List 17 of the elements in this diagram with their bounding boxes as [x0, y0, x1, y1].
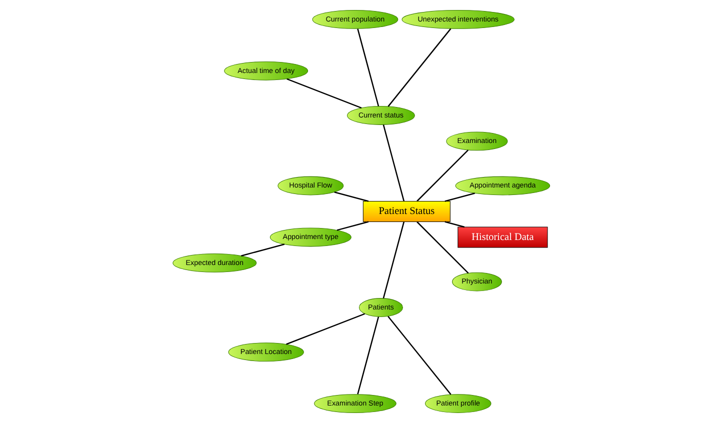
- connector: [416, 150, 468, 202]
- connector: [387, 28, 451, 107]
- connector: [387, 316, 451, 395]
- connector: [356, 316, 379, 394]
- node-box: Historical Data: [457, 226, 548, 248]
- connector: [334, 192, 368, 202]
- connector: [382, 124, 404, 202]
- connector: [286, 78, 362, 109]
- node-box: Patient Status: [362, 201, 450, 222]
- connector: [444, 192, 474, 202]
- connector: [240, 244, 284, 256]
- connector: [416, 221, 468, 274]
- connector: [444, 221, 464, 228]
- connector: [356, 28, 379, 106]
- connector: [336, 221, 368, 231]
- connector: [382, 222, 404, 298]
- connector: [286, 313, 364, 345]
